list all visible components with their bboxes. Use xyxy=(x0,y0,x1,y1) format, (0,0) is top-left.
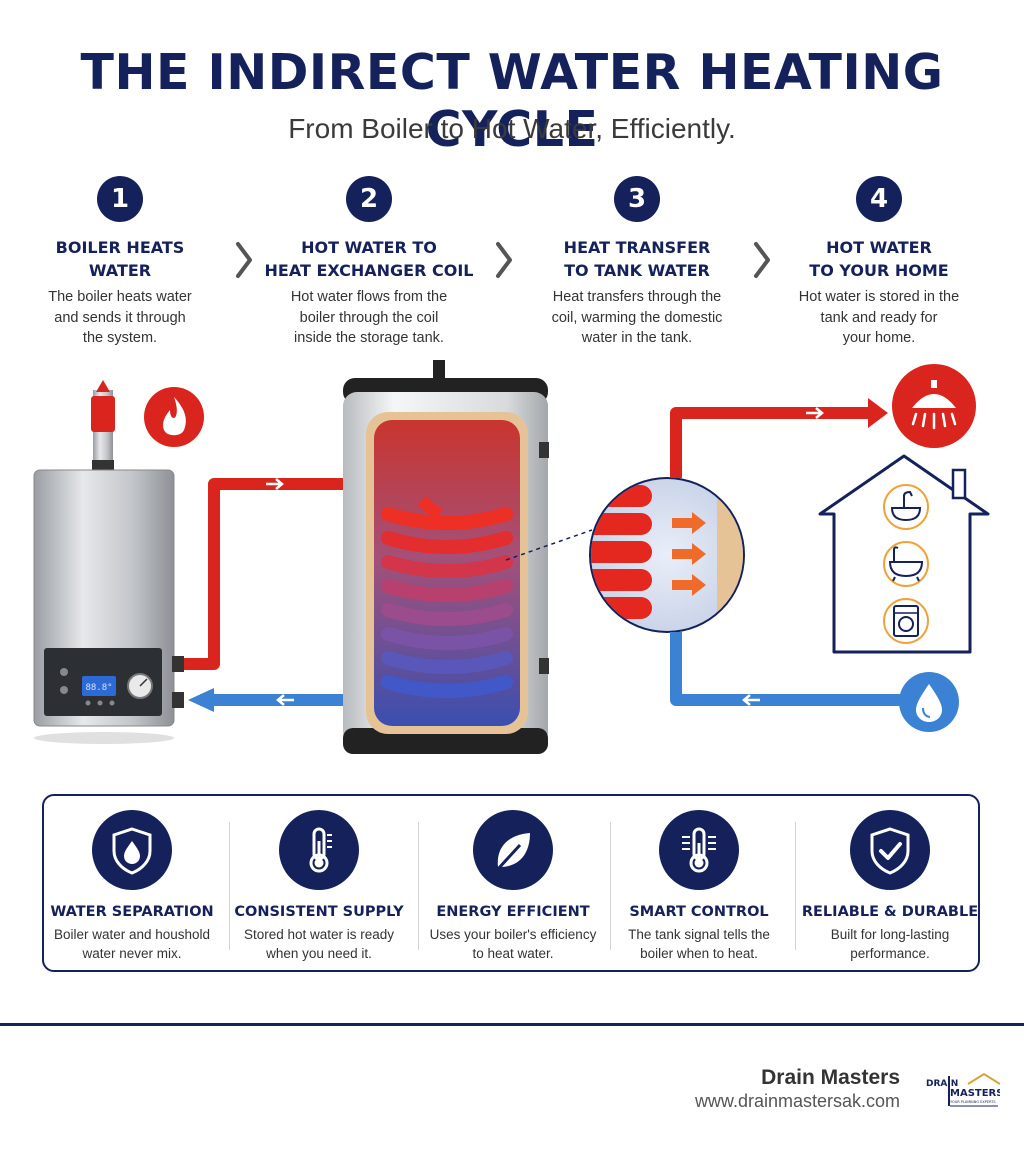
chevron-right-icon xyxy=(236,242,252,278)
step-title: HOT WATER TO HEAT EXCHANGER COIL xyxy=(264,238,474,280)
step-number: 2 xyxy=(346,176,392,222)
step-number: 1 xyxy=(97,176,143,222)
website-link[interactable]: www.drainmastersak.com xyxy=(694,1091,900,1111)
divider xyxy=(418,822,419,950)
logo-text: DRAIN xyxy=(926,1079,958,1089)
benefit-consistent-supply: CONSISTENT SUPPLY Stored hot water is re… xyxy=(225,810,413,963)
smart-thermometer-icon xyxy=(659,810,739,890)
footer-divider xyxy=(0,1023,1024,1026)
step-description: Hot water is stored in the tank and read… xyxy=(798,289,960,346)
boiler: 88.8° xyxy=(33,380,184,744)
flame-icon xyxy=(144,387,204,447)
benefit-title: SMART CONTROL xyxy=(629,904,769,920)
shield-check-icon xyxy=(850,810,930,890)
step-2: 2 HOT WATER TO HEAT EXCHANGER COIL Hot w… xyxy=(254,176,484,349)
shower-icon xyxy=(892,364,976,448)
storage-tank xyxy=(343,360,549,754)
benefit-title: RELIABLE & DURABLE xyxy=(801,904,979,920)
benefit-description: Boiler water and houshold water never mi… xyxy=(53,927,211,961)
heating-cycle-diagram: 88.8° xyxy=(33,360,990,754)
logo-tagline: YOUR PLUMBING EXPERTS xyxy=(950,1100,996,1104)
heat-exchanger-coil xyxy=(381,507,513,698)
benefit-description: Built for long-lasting performance. xyxy=(830,927,950,961)
page-subtitle: From Boiler to Hot Water, Efficiently. xyxy=(288,113,736,144)
company-logo: DRAIN MASTERS YOUR PLUMBING EXPERTS xyxy=(926,1072,1000,1107)
bathtub-icon xyxy=(883,541,929,587)
benefits-panel: WATER SEPARATION Boiler water and housho… xyxy=(42,794,980,972)
leaf-icon xyxy=(473,810,553,890)
cold-inlet-pipe xyxy=(670,632,906,706)
chevron-right-icon xyxy=(496,242,512,278)
heat-transfer-zoom xyxy=(589,477,745,633)
step-3: 3 HEAT TRANSFER TO TANK WATER Heat trans… xyxy=(522,176,752,349)
divider xyxy=(795,822,796,950)
divider xyxy=(229,822,230,950)
step-description: Heat transfers through the coil, warming… xyxy=(551,289,723,346)
washing-machine-icon xyxy=(883,598,929,644)
house xyxy=(818,454,990,654)
benefit-description: Stored hot water is ready when you need … xyxy=(243,927,395,961)
benefit-title: WATER SEPARATION xyxy=(50,904,214,920)
shield-water-drop-icon xyxy=(92,810,172,890)
step-description: The boiler heats water and sends it thro… xyxy=(48,289,192,346)
step-number: 3 xyxy=(614,176,660,222)
benefit-title: ENERGY EFFICIENT xyxy=(436,904,590,920)
benefit-smart-control: SMART CONTROL The tank signal tells the … xyxy=(605,810,793,963)
step-description: Hot water flows from the boiler through … xyxy=(290,289,448,346)
benefit-reliable-durable: RELIABLE & DURABLE Built for long-lastin… xyxy=(796,810,984,963)
benefit-description: The tank signal tells the boiler when to… xyxy=(628,927,770,961)
divider xyxy=(610,822,611,950)
boiler-display xyxy=(82,676,116,696)
step-number: 4 xyxy=(856,176,902,222)
company-name: Drain Masters xyxy=(761,1066,900,1089)
benefit-title: CONSISTENT SUPPLY xyxy=(234,904,404,920)
step-title: HOT WATER TO YOUR HOME xyxy=(809,238,949,280)
step-title: HEAT TRANSFER TO TANK WATER xyxy=(563,238,711,280)
boiler-display-value: 88.8° xyxy=(85,683,112,693)
step-title: BOILER HEATS WATER xyxy=(55,238,185,280)
benefit-energy-efficient: ENERGY EFFICIENT Uses your boiler's effi… xyxy=(419,810,607,963)
step-1: 1 BOILER HEATS WATER The boiler heats wa… xyxy=(5,176,235,349)
cold-return-pipe xyxy=(188,688,344,712)
thermometer-icon xyxy=(279,810,359,890)
sink-icon xyxy=(883,484,929,530)
logo-text: MASTERS xyxy=(950,1088,1000,1099)
water-drop-icon xyxy=(899,672,959,732)
benefit-description: Uses your boiler's efficiency to heat wa… xyxy=(429,927,597,961)
step-4: 4 HOT WATER TO YOUR HOME Hot water is st… xyxy=(764,176,994,349)
benefit-water-separation: WATER SEPARATION Boiler water and housho… xyxy=(38,810,226,963)
page-title: THE INDIRECT WATER HEATING CYCLE xyxy=(80,44,944,158)
hot-outlet-pipe xyxy=(670,398,888,478)
chevron-right-icon xyxy=(754,242,770,278)
